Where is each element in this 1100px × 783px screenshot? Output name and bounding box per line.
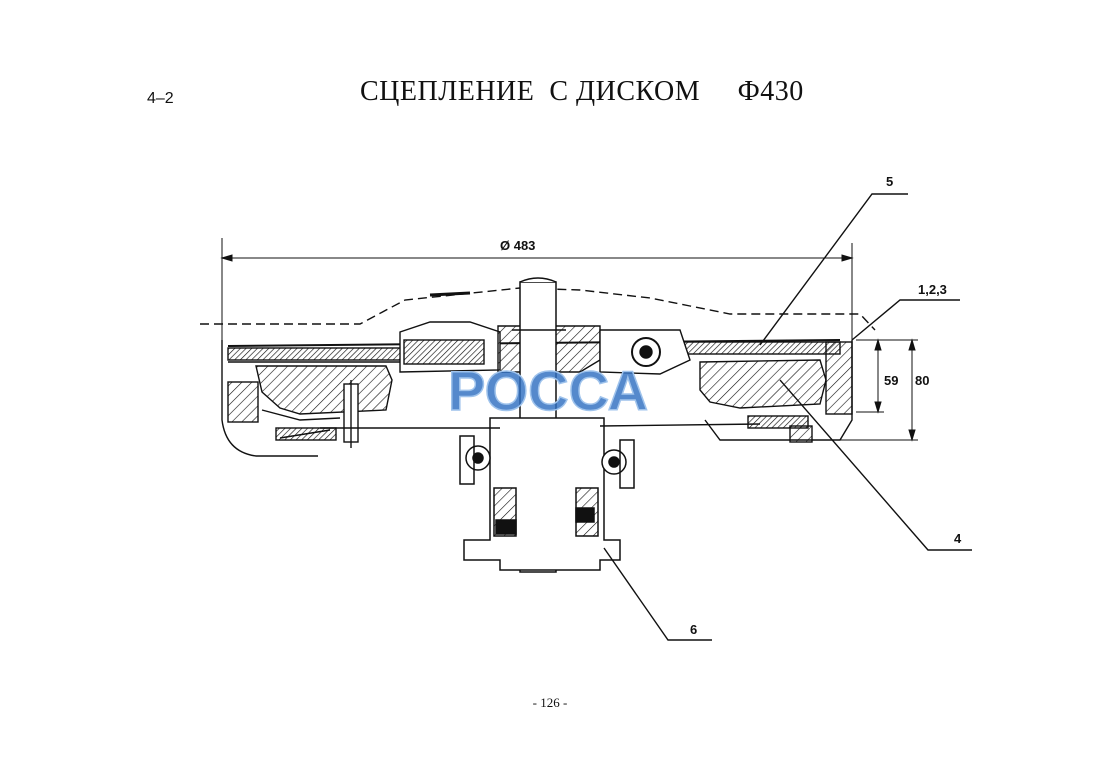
right-pressure-plate [699,341,853,443]
diameter-dimension [220,238,854,340]
watermark-logo: РОССА [448,359,648,422]
height-dimensions [840,338,918,442]
page-title: СЦЕПЛЕНИЕ С ДИСКОМ Ф430 [360,76,804,107]
callout-1-2-3: 1,2,3 [918,282,947,297]
dim-59-label: 59 [884,373,898,388]
page-number: - 126 - [532,695,568,710]
left-pressure-plate [227,365,393,448]
release-bearing-housing [459,417,635,571]
callout-6: 6 [690,622,697,637]
release-rod [279,423,761,439]
section-number: 4–2 [147,90,174,107]
diameter-label: Ø 483 [500,238,535,253]
leader-lines [603,193,972,641]
dim-80-label: 80 [915,373,929,388]
callout-4: 4 [954,531,962,546]
callout-5: 5 [886,174,893,189]
